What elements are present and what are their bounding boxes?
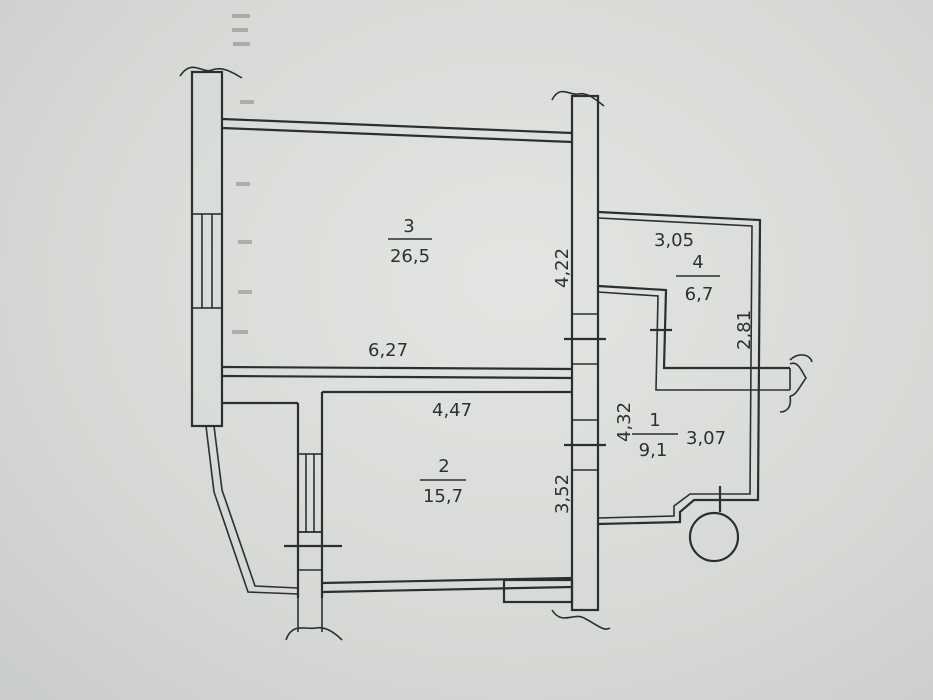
left-exterior-wall xyxy=(179,66,243,428)
window-room-2 xyxy=(284,453,342,571)
room-3-area: 26,5 xyxy=(390,246,430,267)
bottom-wall xyxy=(205,425,574,641)
dimension-3-05: 3,05 xyxy=(654,230,694,251)
room-4-label: 4 6,7 xyxy=(676,252,720,305)
room-1-number: 1 xyxy=(649,410,660,431)
room-4-area: 6,7 xyxy=(685,284,714,305)
dimension-6-27: 6,27 xyxy=(368,340,408,361)
dimension-4-47: 4,47 xyxy=(432,400,472,421)
room-4-number: 4 xyxy=(692,252,703,273)
dimension-4-32: 4,32 xyxy=(614,402,635,442)
central-wall xyxy=(551,90,611,630)
dimension-3-07: 3,07 xyxy=(686,428,726,449)
room-1-area: 9,1 xyxy=(639,440,668,461)
dimension-3-52: 3,52 xyxy=(552,474,573,514)
dimension-4-22: 4,22 xyxy=(552,248,573,288)
scan-marks xyxy=(232,14,254,334)
partition-wall xyxy=(221,365,573,598)
dimension-2-81: 2,81 xyxy=(734,310,755,350)
right-annex xyxy=(597,210,813,563)
room-2-number: 2 xyxy=(438,456,449,477)
room-2-area: 15,7 xyxy=(423,486,463,507)
top-wall xyxy=(221,117,573,144)
dimension-labels: 6,27 4,47 3,05 3,07 4,22 3,52 4,32 2,81 xyxy=(368,230,755,514)
room-3-label: 3 26,5 xyxy=(388,216,432,267)
room-2-label: 2 15,7 xyxy=(420,456,466,507)
room-1-label: 1 9,1 xyxy=(632,410,678,461)
room-3-number: 3 xyxy=(403,216,414,237)
